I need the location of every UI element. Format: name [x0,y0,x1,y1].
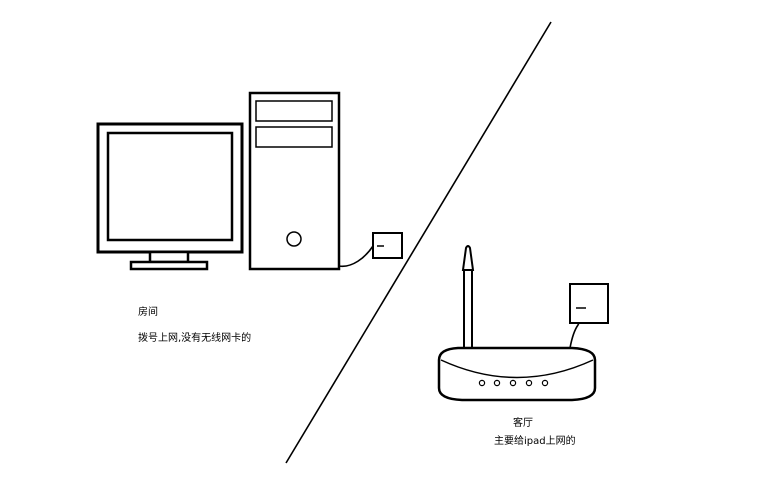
wall-socket-icon [372,232,403,259]
pc-cable [338,245,374,268]
router-led [509,379,517,387]
power-button-icon [286,231,302,247]
pc-tower-icon [248,91,341,271]
router-led [478,379,486,387]
living-room-title: 客厅 [513,418,533,429]
router-led [493,379,501,387]
router-led [525,379,533,387]
antenna-icon [461,245,475,350]
router-led [541,379,549,387]
room-title: 房间 [138,307,158,318]
monitor-icon [96,122,244,271]
wall-socket-icon [569,283,609,324]
room-divider-line [285,21,552,464]
room-note: 拨号上网,没有无线网卡的 [138,333,252,344]
wireless-router-icon [437,346,597,402]
living-room-note: 主要给ipad上网的 [494,436,576,447]
